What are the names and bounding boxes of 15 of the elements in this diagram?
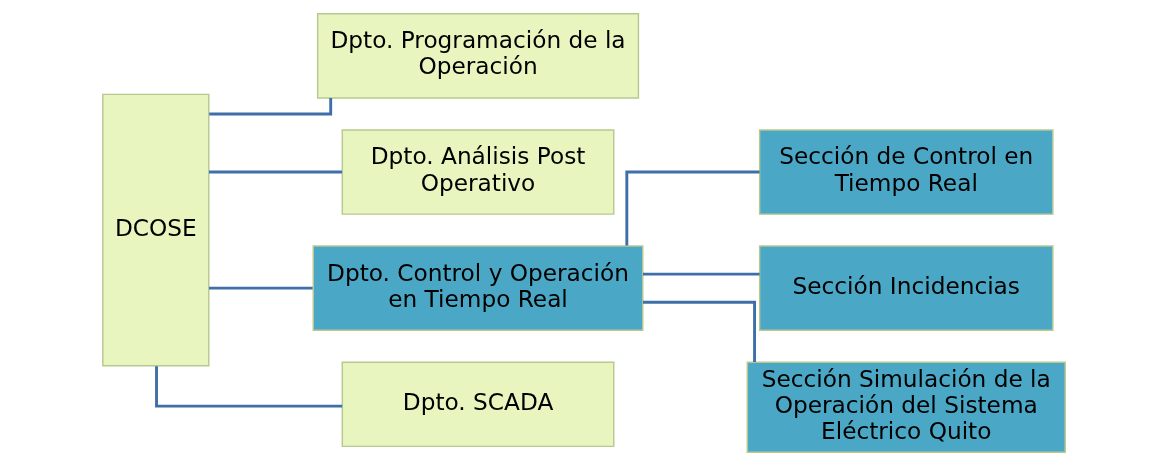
connector: [209, 98, 333, 116]
node-box: Dpto. Control y Operación en Tiempo Real: [312, 245, 644, 331]
connector: [643, 272, 760, 276]
node-box: Sección Simulación de la Operación del Sistema Eléctrico Quito: [746, 361, 1066, 453]
connector: [642, 300, 756, 363]
connector: [209, 286, 313, 290]
node-box: Sección Incidencias: [758, 245, 1054, 331]
node-box: Dpto. Programación de la Operación: [316, 13, 640, 99]
node-box: DCOSE: [102, 93, 210, 367]
node-box: Sección de Control en Tiempo Real: [758, 129, 1054, 215]
connector: [155, 366, 343, 408]
node-box: Dpto. Análisis Post Operativo: [341, 129, 615, 215]
connector: [625, 170, 760, 246]
node-box: Dpto. SCADA: [341, 361, 615, 448]
connector: [209, 170, 342, 174]
